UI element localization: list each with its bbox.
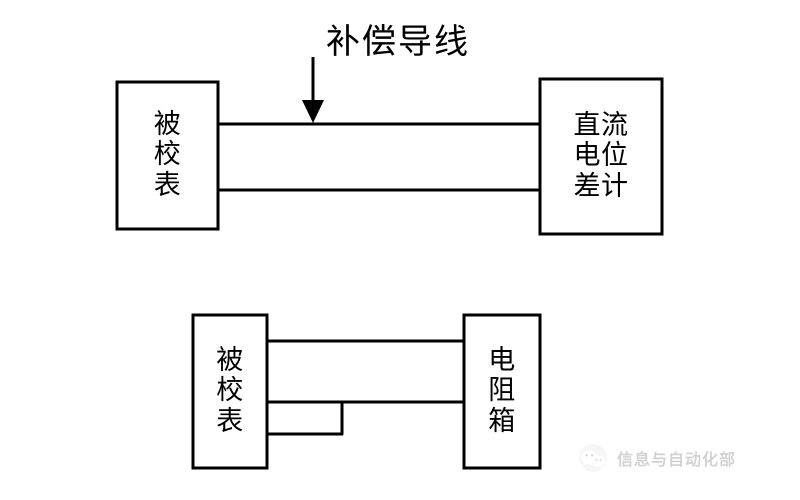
compensating-wire-annotation: 补偿导线 <box>326 22 470 62</box>
watermark: 信息与自动化部 <box>578 443 736 473</box>
wechat-logo-icon <box>579 444 607 472</box>
top-left-box-outline <box>115 80 220 231</box>
watermark-text: 信息与自动化部 <box>617 450 737 469</box>
top-right-box-outline <box>538 77 664 236</box>
bottom-right-box-outline <box>462 313 542 470</box>
bottom-left-box-outline <box>191 313 269 470</box>
annotation-arrow-head-icon <box>302 100 324 123</box>
